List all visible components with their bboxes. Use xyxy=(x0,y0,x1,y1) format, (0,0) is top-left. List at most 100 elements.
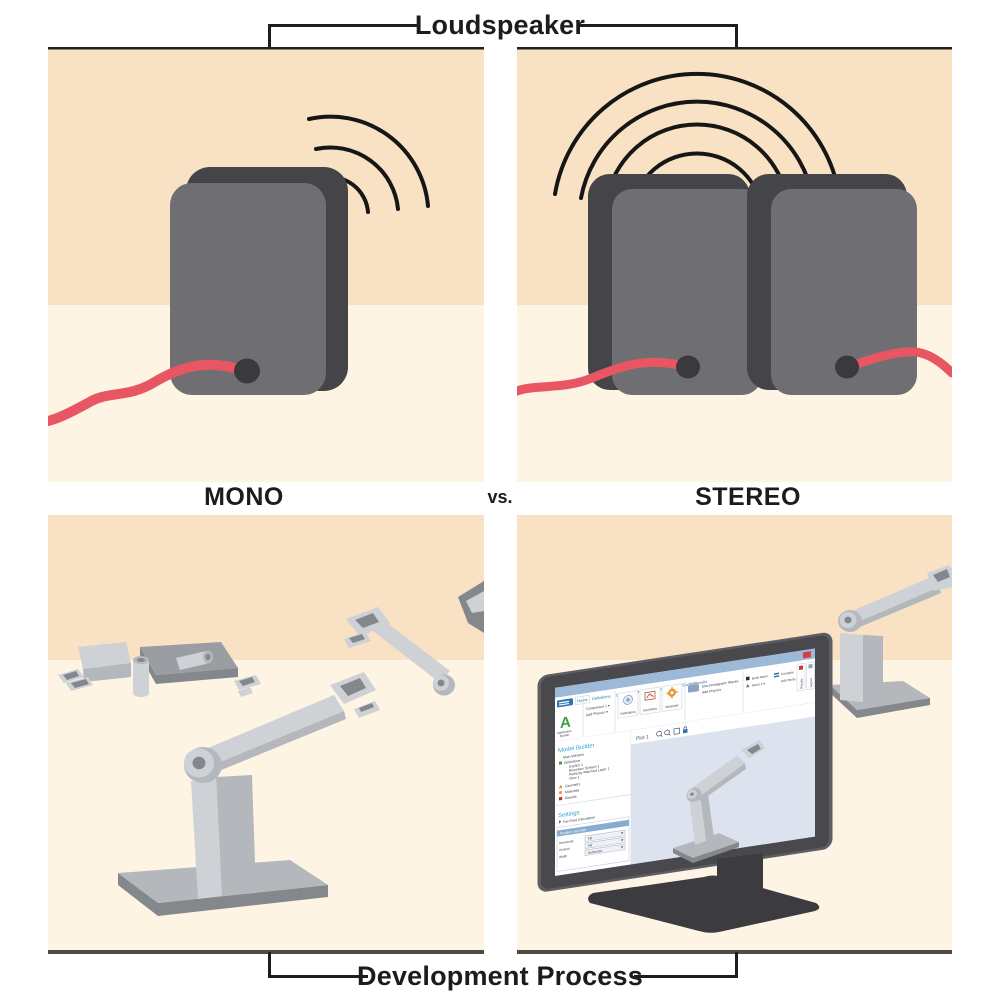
part-plate-side xyxy=(156,668,238,684)
tab-definitions: Definitions xyxy=(592,693,611,701)
speaker-back-face xyxy=(612,189,762,395)
bottom-title: Development Process xyxy=(357,961,643,991)
panel-stereo-speakers xyxy=(517,47,952,482)
compute-label: Compute xyxy=(781,670,794,676)
robot-base-side xyxy=(830,685,930,718)
panel-bottom-border xyxy=(48,950,484,954)
floor xyxy=(48,660,484,950)
panel-simulation: Home Definitions Geometry Materials Phys… xyxy=(517,515,952,954)
simulated-robot-model xyxy=(673,739,765,864)
tab-results: Results xyxy=(694,679,707,686)
results-node-icon xyxy=(559,796,563,801)
physics-line2: Add Physics xyxy=(702,688,721,695)
bottom-bracket-left-line xyxy=(268,975,368,978)
floating-forearm xyxy=(344,581,484,696)
wall xyxy=(517,515,952,660)
robot-arm-underside xyxy=(851,587,941,629)
layout-button xyxy=(806,661,815,691)
label-versus: vs. xyxy=(487,487,513,507)
model-arm xyxy=(688,755,745,799)
stereo-left-speaker xyxy=(517,174,762,396)
speaker-back-face xyxy=(771,189,917,395)
label-stereo: STEREO xyxy=(695,483,801,511)
active-tab-box xyxy=(575,694,590,706)
wall xyxy=(48,515,484,660)
geometry-node-icon: A xyxy=(559,784,563,790)
horizontal-label: Horizontal xyxy=(559,839,574,845)
cable-hole xyxy=(835,355,859,379)
arm-base-side xyxy=(118,873,328,916)
vertical-label: Vertical xyxy=(559,847,570,853)
quick-component: Component 1 ▾ xyxy=(586,704,610,712)
loose-gripper-part xyxy=(234,675,261,697)
results-icon xyxy=(799,665,803,670)
app-caption-line2: Builder xyxy=(560,733,569,738)
layout-label: Layout xyxy=(809,678,813,688)
simulation-software-ui: Home Definitions Geometry Materials Phys… xyxy=(555,648,815,876)
compute-icon xyxy=(774,672,779,675)
label-mono: MONO xyxy=(204,483,284,511)
arm-column-left xyxy=(191,777,222,899)
definitions-node-icon xyxy=(559,761,562,765)
build-mesh-label: Build Mesh xyxy=(752,674,768,680)
geometry-icon xyxy=(644,690,656,701)
bottom-bracket-right-tick xyxy=(735,952,738,978)
speaker-cable-left xyxy=(517,357,693,396)
chevron-down-icon xyxy=(620,832,624,835)
robot-column-left xyxy=(840,633,863,702)
model-arm-underside xyxy=(697,763,746,801)
top-bracket-left-line xyxy=(268,24,420,27)
top-title: Loudspeaker xyxy=(414,10,586,40)
upper-arm xyxy=(196,695,344,767)
width-value: Automatic xyxy=(588,849,603,855)
horizontal-value: Fill xyxy=(588,836,592,841)
speaker-cable xyxy=(48,359,251,426)
add-study-label: Add Study xyxy=(781,677,796,683)
settings-title: Settings xyxy=(558,810,580,819)
parts-pile xyxy=(58,642,238,697)
stereo-right-speaker xyxy=(747,174,952,395)
close-button-icon xyxy=(803,651,811,659)
quick-add-physics: Add Physics ▾ xyxy=(586,710,608,717)
settings-item: Far-Field Calculation xyxy=(563,815,595,824)
tree-definitions: Definitions xyxy=(564,759,580,765)
cable-hole xyxy=(676,355,700,379)
geometry-label: Geometry xyxy=(643,706,657,712)
part-box-front xyxy=(83,663,131,682)
app-caption-line1: Application xyxy=(557,729,572,735)
mesh-icon xyxy=(746,683,750,688)
physics-line1: Electromagnetic Waves xyxy=(702,679,739,689)
panel-mono-speaker xyxy=(48,47,484,482)
part-cylinder-vertical xyxy=(133,660,149,693)
monitor-base xyxy=(588,875,820,933)
robot-arm xyxy=(843,577,939,625)
upper-arm-underside xyxy=(208,711,346,773)
materials-label: Materials xyxy=(666,703,679,709)
width-label: Width xyxy=(559,854,567,859)
tab-study: Study xyxy=(682,681,692,688)
chevron-down-icon xyxy=(620,846,624,849)
assembled-robot-arm xyxy=(118,672,380,916)
application-builder-icon: A xyxy=(560,714,571,733)
panel-bottom-border xyxy=(517,950,952,954)
chevron-down-icon xyxy=(620,839,624,842)
model-base xyxy=(673,833,739,859)
bottom-bracket-left-tick xyxy=(268,952,271,978)
cable-hole xyxy=(234,358,260,384)
results-button xyxy=(796,662,806,692)
settings-item-arrow-icon xyxy=(559,820,562,824)
build-mesh-icon xyxy=(746,676,750,681)
top-bracket-right-line xyxy=(580,24,738,27)
vertical-select xyxy=(584,836,626,849)
graphics-canvas xyxy=(631,716,815,865)
robot-column-right xyxy=(863,635,883,703)
definitions-label: Definitions xyxy=(621,710,636,716)
top-bracket-right-tick xyxy=(735,24,738,47)
zoom-in-icon xyxy=(656,730,662,737)
bottom-bracket-right-line xyxy=(634,975,738,978)
mesh1-label: Mesh 1 ▾ xyxy=(752,682,765,688)
horizontal-select xyxy=(584,829,626,842)
materials-node-icon xyxy=(558,790,563,795)
background-robot-arm xyxy=(830,565,952,718)
panel-top-border xyxy=(48,47,484,50)
